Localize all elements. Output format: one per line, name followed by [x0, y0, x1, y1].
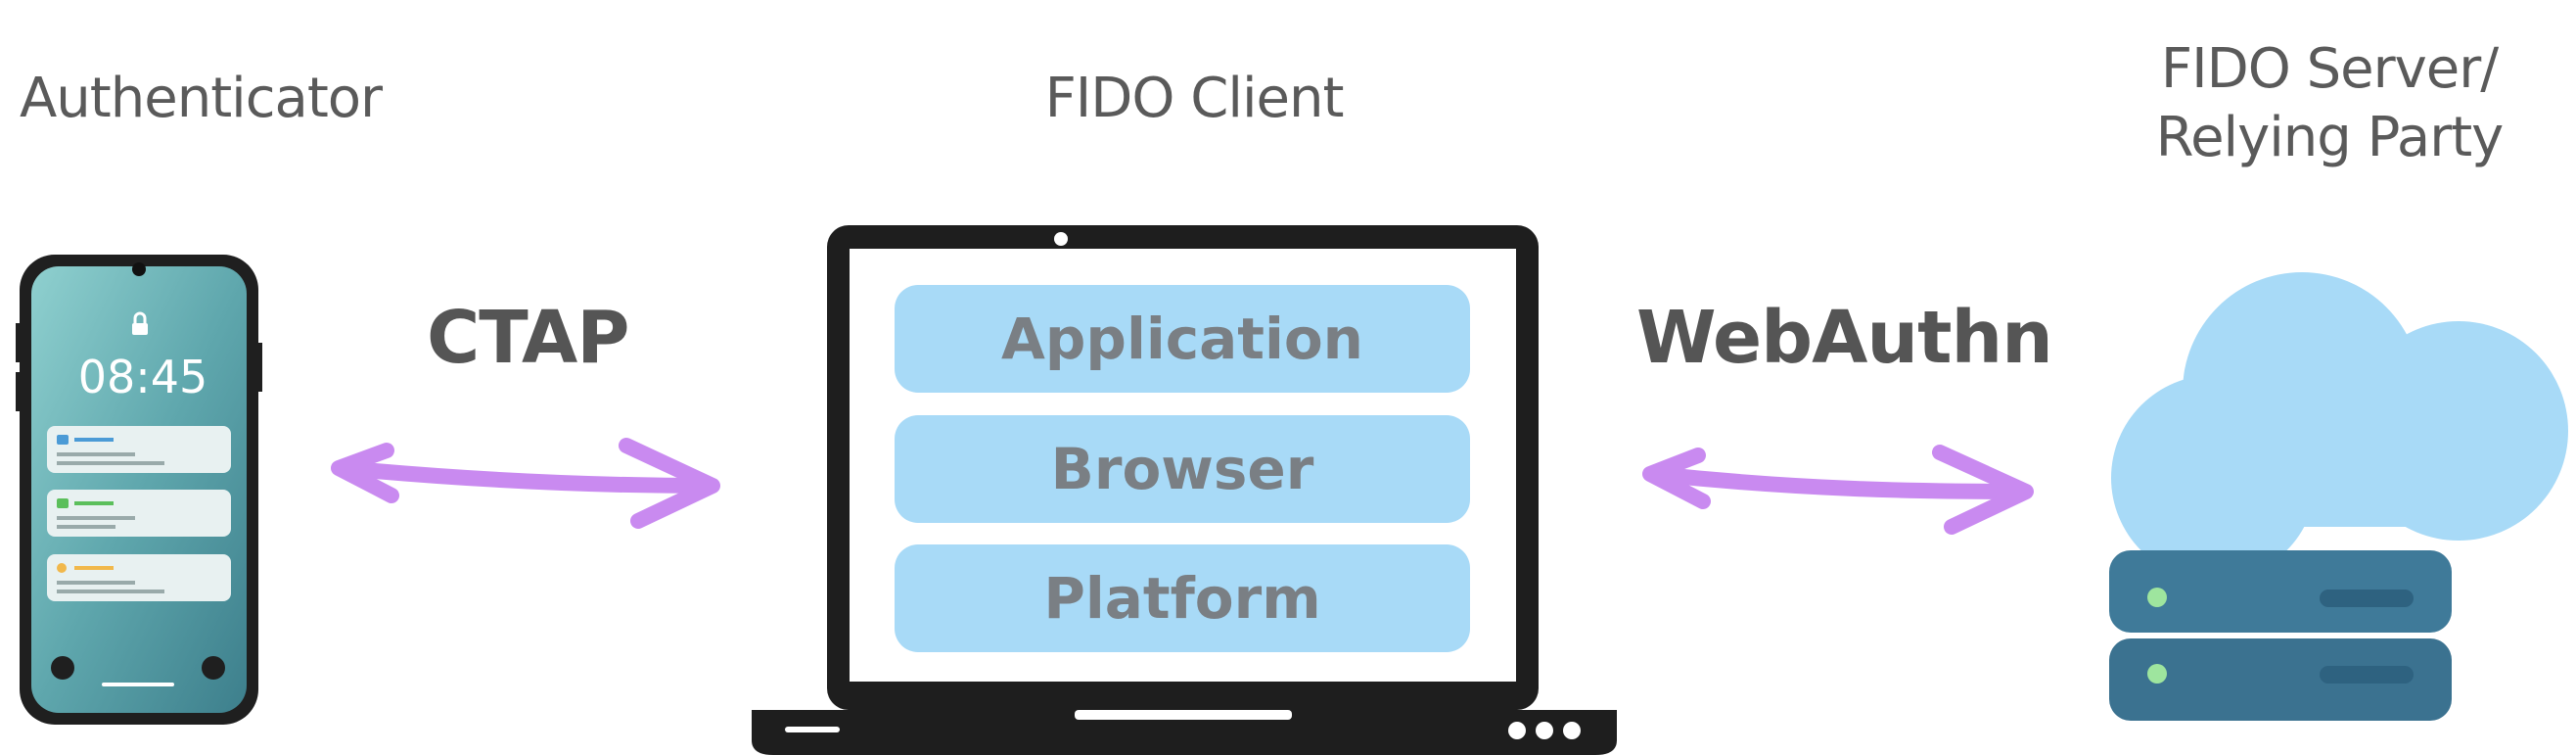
layer-application: Application — [895, 285, 1470, 393]
ctap-label: CTAP — [427, 296, 630, 380]
ctap-double-arrow-icon — [331, 438, 720, 529]
cloud-server-icon — [2109, 272, 2568, 721]
fido-client-heading: FIDO Client — [1044, 67, 1345, 130]
phone-clock: 08:45 — [77, 351, 208, 403]
webauthn-double-arrow-icon — [1642, 445, 2034, 535]
smartphone-icon — [16, 255, 262, 725]
fido-server-heading: FIDO Server/ Relying Party — [2155, 37, 2505, 169]
layer-browser: Browser — [895, 415, 1470, 523]
webauthn-label: WebAuthn — [1636, 296, 2053, 380]
layer-platform: Platform — [895, 544, 1470, 652]
authenticator-heading: Authenticator — [20, 67, 383, 130]
